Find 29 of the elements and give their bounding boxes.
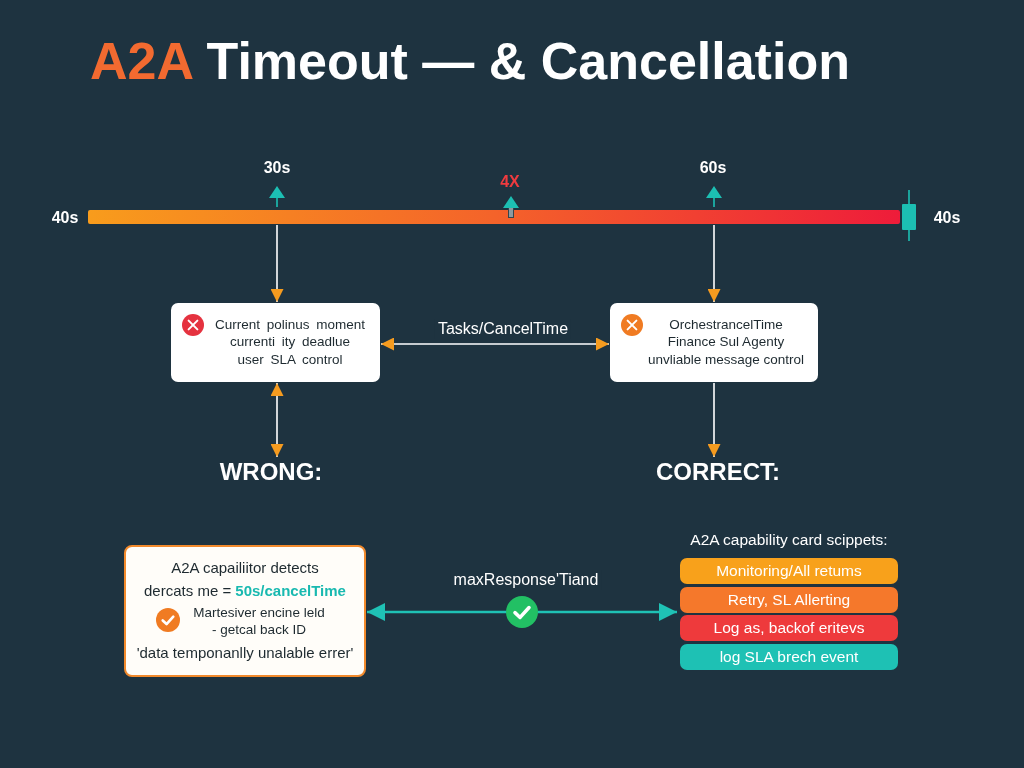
note-text: 'data temponanlly unalable errer' <box>136 643 354 663</box>
snippet-bar: log SLA brech event <box>680 644 898 670</box>
arrow <box>707 382 721 458</box>
time-label: 30s <box>263 158 291 178</box>
note-text: dercats me = 50s/cancelTime <box>144 581 346 601</box>
snippet-bar: Retry, SL Allerting <box>680 587 898 613</box>
timeline-bar <box>88 210 900 224</box>
card-text: Current polinus moment currenti ity deadlue user SLA control <box>214 316 366 368</box>
note-text: Martesiver encine leld - getcal back ID <box>192 604 326 639</box>
card-text: OrchestrancelTime Finance Sul Agenty unvliable message control <box>646 316 806 368</box>
arrow <box>270 224 284 303</box>
section-heading: CORRECT: <box>656 458 780 486</box>
snippet-bar: Monitoring/All retums <box>680 558 898 584</box>
double-arrow <box>380 337 610 351</box>
double-arrow <box>367 603 677 621</box>
status-card <box>171 303 380 382</box>
title: A2A Timeout — & Cancellation <box>90 31 850 91</box>
status-card <box>610 303 818 382</box>
snippet-bar: Log as, backof eritevs <box>680 615 898 641</box>
time-label: 4X <box>500 172 520 192</box>
time-label: 40s <box>933 208 961 228</box>
arrow <box>707 224 721 303</box>
list-heading: A2A capability card scippets: <box>690 530 888 550</box>
time-label: 60s <box>699 158 727 178</box>
note-card <box>124 545 366 677</box>
section-heading: WRONG: <box>219 458 323 486</box>
time-label: 40s <box>51 208 79 228</box>
double-arrow <box>270 382 284 458</box>
note-text: A2A capailiitor detects <box>171 558 319 578</box>
